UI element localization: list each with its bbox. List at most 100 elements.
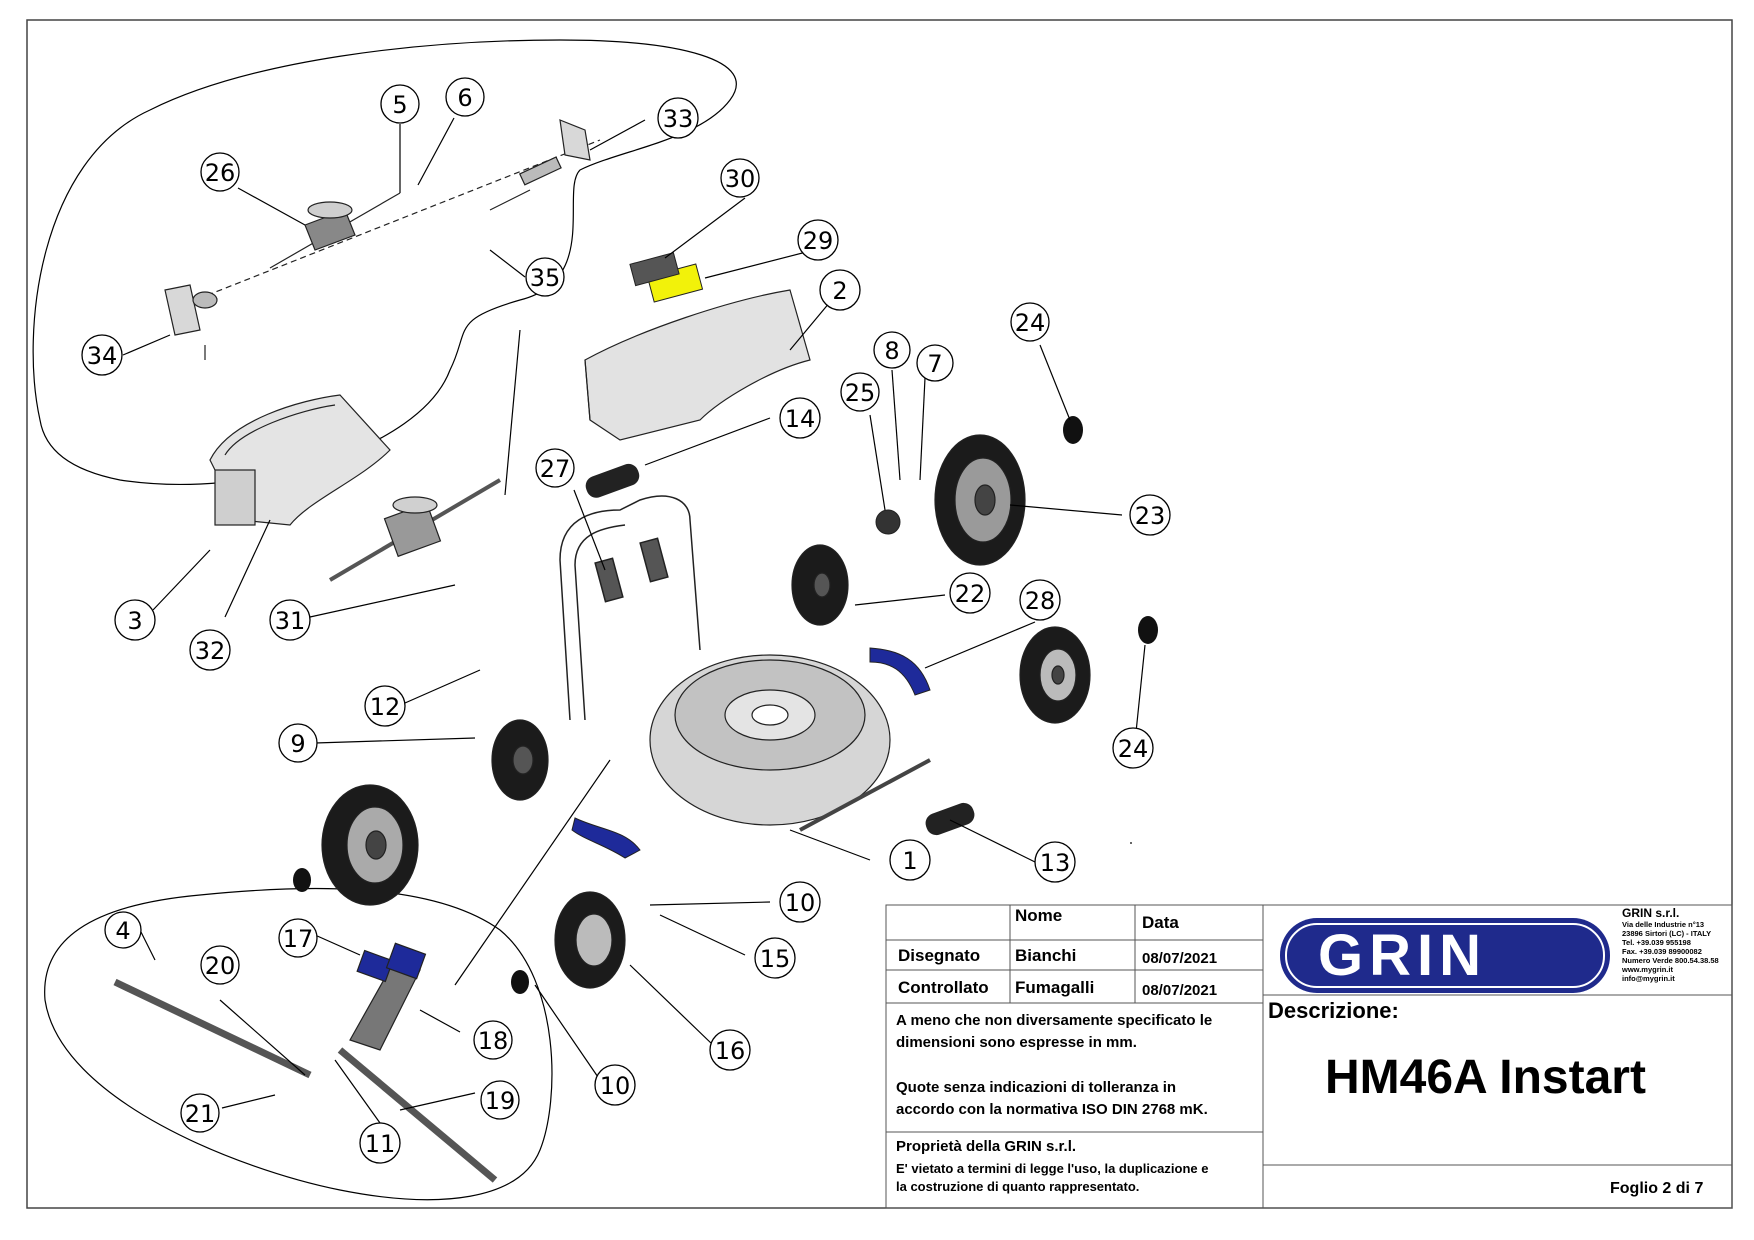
callout-16: 16: [709, 1029, 751, 1071]
callout-13: 13: [1034, 841, 1076, 883]
label-part-30: [629, 252, 680, 287]
svg-text:24: 24: [1118, 735, 1149, 763]
bracket-blue-left: [571, 817, 641, 859]
company-fax: Fax. +39.039 89900082: [1622, 947, 1702, 956]
svg-text:10: 10: [785, 889, 816, 917]
callout-19: 19: [480, 1080, 520, 1120]
upper-cover-part: [584, 289, 811, 441]
svg-text:9: 9: [290, 730, 305, 758]
callout-1-label: 1: [902, 847, 917, 875]
tolerance-note-1-line2: dimensioni sono espresse in mm.: [896, 1034, 1137, 1051]
callout-24-top: 24: [1010, 302, 1050, 342]
svg-text:12: 12: [370, 693, 401, 721]
sheet-border: [26, 19, 1733, 1209]
detail-leader-bottom: [454, 759, 611, 986]
callout-10-a: 10: [779, 881, 821, 923]
callout-2: 2: [819, 269, 861, 311]
col-header-nome: Nome: [1015, 906, 1063, 925]
svg-text:26: 26: [205, 159, 236, 187]
callout-9: 9: [278, 723, 318, 763]
title-block-grid: [885, 904, 1733, 1209]
svg-text:22: 22: [955, 580, 986, 608]
callout-31: 31: [269, 599, 311, 641]
svg-text:19: 19: [485, 1087, 516, 1115]
callout-17: 17: [278, 918, 318, 958]
callout-6: 6: [445, 77, 485, 117]
row-disegnato-date: 08/07/2021: [1142, 950, 1218, 967]
mower-deck-part: [649, 654, 931, 832]
callout-14: 14: [779, 397, 821, 439]
gearbox-part: [328, 478, 502, 582]
svg-text:25: 25: [845, 379, 876, 407]
callout-8: 8: [873, 331, 911, 369]
wheel-front-bottom: [554, 891, 626, 989]
svg-text:29: 29: [803, 227, 834, 255]
drawing-description: HM46A Instart: [1325, 1051, 1646, 1104]
height-adjust-linkage: [113, 942, 498, 1183]
callout-22: 22: [949, 572, 991, 614]
callout-24-right: 24: [1112, 727, 1154, 769]
row-controllato-date: 08/07/2021: [1142, 982, 1218, 999]
svg-text:18: 18: [478, 1027, 509, 1055]
svg-text:35: 35: [530, 264, 561, 292]
wheel-part-23: [934, 434, 1026, 566]
svg-text:5: 5: [392, 91, 407, 119]
svg-text:7: 7: [927, 350, 942, 378]
svg-text:23: 23: [1135, 502, 1166, 530]
row-controllato-name: Fumagalli: [1015, 978, 1095, 997]
svg-text:33: 33: [663, 105, 694, 133]
callout-32: 32: [189, 629, 231, 671]
callout-15: 15: [754, 937, 796, 979]
tolerance-note-2-line1: Quote senza indicazioni di tolleranza in: [896, 1079, 1177, 1096]
hubcap-bottom: [511, 970, 529, 994]
svg-text:15: 15: [760, 945, 791, 973]
callout-30: 30: [720, 158, 760, 198]
handle-grip-part-14: [585, 463, 640, 498]
hubcap-part-24-right: [1138, 616, 1158, 644]
svg-text:27: 27: [540, 455, 571, 483]
callout-18: 18: [473, 1020, 513, 1060]
drive-shaft-assembly: [164, 119, 601, 360]
descrizione-label: Descrizione:: [1268, 998, 1399, 1023]
wheel-front-right: [1019, 626, 1091, 724]
svg-text:8: 8: [884, 337, 899, 365]
svg-text:16: 16: [715, 1037, 746, 1065]
callout-25: 25: [840, 372, 880, 412]
handle-grip-part-13: [925, 802, 975, 836]
svg-text:14: 14: [785, 405, 816, 433]
svg-text:4: 4: [115, 917, 130, 945]
detail-bubble-bottom: [44, 887, 553, 1201]
callout-leaders: [122, 117, 1146, 1124]
company-email: info@mygrin.it: [1622, 974, 1675, 983]
svg-text:34: 34: [87, 342, 118, 370]
company-address-1: Via delle Industrie n°13: [1622, 920, 1705, 929]
tolerance-note-2: Quote senza indicazioni di tolleranza in…: [896, 1077, 1208, 1121]
company-name: GRIN s.r.l.: [1622, 906, 1680, 920]
svg-text:2: 2: [832, 277, 847, 305]
callout-29: 29: [797, 219, 839, 261]
sheet-number: Foglio 2 di 7: [1610, 1180, 1704, 1197]
property-title: Proprietà della GRIN s.r.l.: [896, 1138, 1077, 1155]
callout-21: 21: [180, 1093, 220, 1133]
bracket-part-28: [869, 647, 931, 696]
rear-flap-part: [209, 394, 391, 526]
svg-text:6: 6: [457, 84, 472, 112]
svg-text:17: 17: [283, 925, 314, 953]
handle-frame-part: [559, 495, 701, 721]
callout-4: 4: [104, 911, 142, 949]
callout-34: 34: [81, 334, 123, 376]
callout-20: 20: [200, 945, 240, 985]
property-notice-line2: la costruzione di quanto rappresentato.: [896, 1179, 1140, 1194]
wheel-part-22: [791, 544, 849, 626]
row-disegnato-label: Disegnato: [898, 946, 981, 965]
callout-26: 26: [200, 152, 240, 192]
tolerance-note-1-line1: A meno che non diversamente specificato …: [896, 1012, 1213, 1029]
callout-11: 11: [359, 1122, 401, 1164]
grin-logo-text: GRIN: [1318, 923, 1487, 988]
hubcap-left: [293, 868, 311, 892]
col-header-data: Data: [1142, 913, 1179, 932]
svg-text:28: 28: [1025, 587, 1056, 615]
svg-text:24: 24: [1015, 309, 1046, 337]
svg-text:21: 21: [185, 1100, 216, 1128]
detail-leader-top: [504, 329, 521, 496]
